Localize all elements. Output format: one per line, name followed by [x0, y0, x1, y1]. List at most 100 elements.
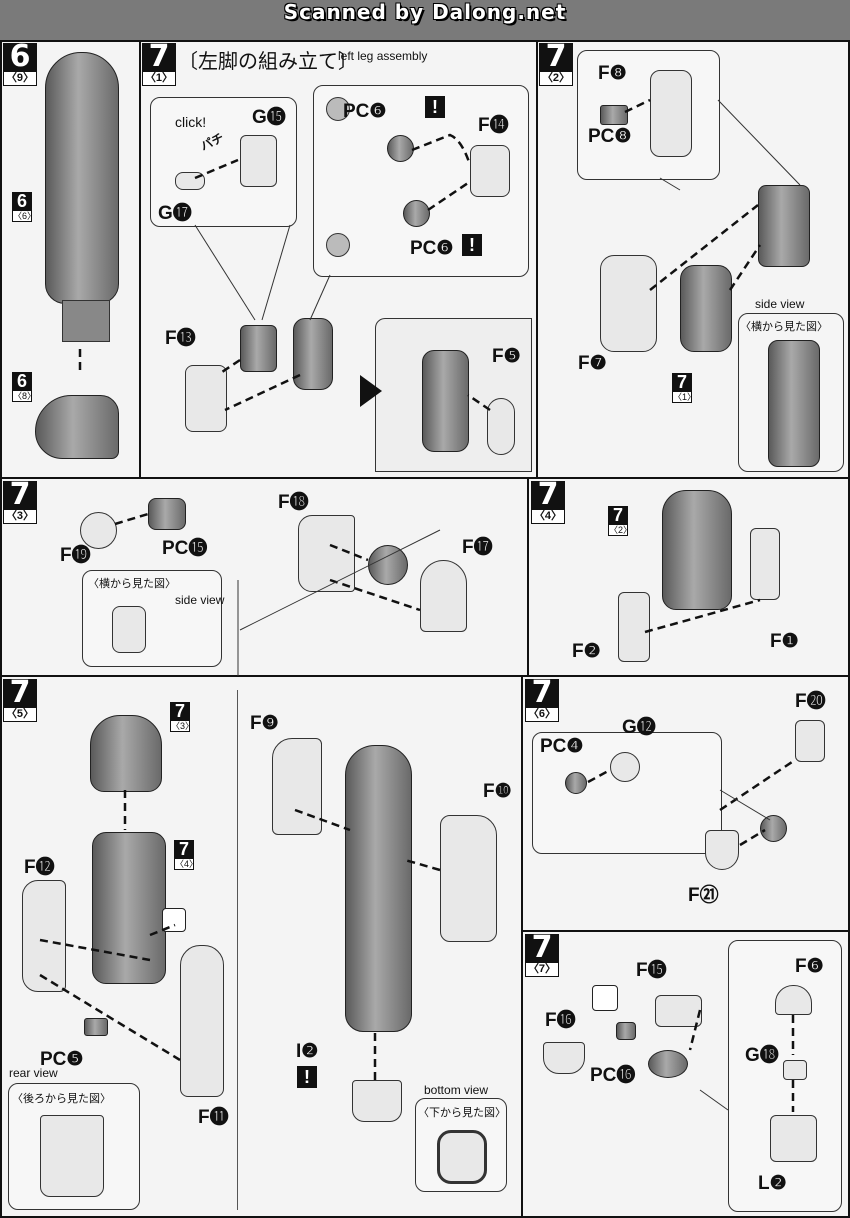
- warning-icon: !: [462, 234, 482, 256]
- part-label-f2: F❷: [572, 641, 601, 662]
- step-number: 7: [3, 480, 37, 510]
- part-label-pc16: PC⓰: [590, 1065, 636, 1086]
- pc6-side-icon: [326, 233, 350, 257]
- step-number: 7: [531, 480, 565, 510]
- l2-part: [770, 1115, 817, 1162]
- part-label-g15: G⓯: [252, 107, 286, 128]
- part-label-f13: F⓭: [165, 328, 196, 349]
- side-view-label: side view: [755, 297, 805, 311]
- rear-view-label: rear view: [9, 1066, 58, 1080]
- sticker-icon: [592, 985, 618, 1011]
- part-label-f6: F❻: [795, 956, 824, 977]
- f8-part: [650, 70, 692, 157]
- thigh-part: [680, 265, 732, 352]
- f12-part: [22, 880, 66, 992]
- f18-part: [298, 515, 355, 592]
- f15-part: [655, 995, 702, 1027]
- knee-assembly-part: [662, 490, 732, 610]
- side-view-part: [112, 606, 146, 653]
- part-label-f21: F㉑: [688, 885, 719, 906]
- hinge-part: [760, 815, 787, 842]
- pc4-part: [565, 772, 587, 794]
- side-view-box: [82, 570, 222, 667]
- pc6-front-icon: [326, 97, 350, 121]
- part-label-g12: G⓬: [622, 717, 656, 738]
- part-label-g18: G⓲: [745, 1045, 779, 1066]
- step-sub: 〈5〉: [3, 707, 37, 722]
- callout-l2: [728, 940, 842, 1212]
- part-label-f17: F⓱: [462, 537, 493, 558]
- step-title-jp: 〔左脚の組み立て〕: [178, 49, 358, 73]
- step-ref: 7〈3〉: [170, 701, 195, 732]
- part-label-f14: F⓮: [478, 115, 509, 136]
- bottom-view-label-jp: 〈下から見た図〉: [418, 1106, 506, 1119]
- f2-part: [618, 592, 650, 662]
- g18-part: [783, 1060, 807, 1080]
- part-label-f11: F⓫: [198, 1107, 229, 1128]
- part-label-pc8: PC❽: [588, 126, 632, 147]
- step-number: 7: [142, 42, 176, 72]
- knee-part: [90, 715, 162, 792]
- part-label-f12: F⓬: [24, 857, 55, 878]
- rear-view-part: [40, 1115, 104, 1197]
- step-sub: 〈7〉: [525, 962, 559, 977]
- step-ref: 7〈2〉: [608, 505, 633, 536]
- part-label-f1: F❶: [770, 631, 799, 652]
- hip-joint-part: [293, 318, 333, 390]
- i2-part: [352, 1080, 402, 1122]
- step-number: 7: [525, 933, 559, 963]
- pc15-part: [148, 498, 186, 530]
- f9-part: [272, 738, 322, 835]
- g17-part: [175, 172, 205, 190]
- f6-part: [775, 985, 812, 1015]
- part-label-f5: F❺: [492, 346, 521, 367]
- f20-part: [795, 720, 825, 762]
- knee-part: [758, 185, 810, 267]
- pc6-part: [387, 135, 414, 162]
- step-sub: 〈6〉: [525, 707, 559, 722]
- f19-part: [80, 512, 117, 549]
- step-sub: 〈1〉: [142, 71, 176, 86]
- step-sub: 〈2〉: [539, 71, 573, 86]
- divider: [237, 690, 238, 1210]
- part-label-f19: F⓳: [60, 545, 91, 566]
- thigh-part: [92, 832, 166, 984]
- step-sub: 〈9〉: [3, 71, 37, 86]
- pc6-part: [403, 200, 430, 227]
- part-label-f7: F❼: [578, 353, 607, 374]
- f13-part: [185, 365, 227, 432]
- toe-part: [648, 1050, 688, 1078]
- leg-ankle-part: [62, 300, 110, 342]
- step-number: 7: [525, 678, 559, 708]
- leg-assembly-part: [345, 745, 412, 1032]
- warning-icon: !: [297, 1066, 317, 1088]
- f1-part: [750, 528, 780, 600]
- foot-part: [35, 395, 119, 459]
- part-label-g17: G⓱: [158, 203, 192, 224]
- click-label: click!: [175, 114, 207, 130]
- step-ref: 7〈4〉: [174, 839, 199, 870]
- part-label-f20: F⓴: [795, 691, 826, 712]
- sticker-icon: [162, 908, 186, 932]
- step-number: 6: [3, 42, 37, 72]
- g12-part: [610, 752, 640, 782]
- leg-part: [45, 52, 119, 304]
- part-label-pc15: PC⓯: [162, 538, 208, 559]
- f14-part: [470, 145, 510, 197]
- part-label-f15: F⓯: [636, 960, 667, 981]
- f14-assembly-part: [240, 325, 277, 372]
- step-ref: 6〈8〉: [12, 371, 37, 402]
- part-label-pc6: PC❻: [410, 238, 454, 259]
- part-label-f18: F⓲: [278, 492, 309, 513]
- part-label-pc4: PC❹: [540, 736, 584, 757]
- rear-view-label-jp: 〈後ろから見た図〉: [12, 1092, 111, 1105]
- side-view-label: side view: [175, 593, 225, 607]
- step-ref: 7〈1〉: [672, 372, 697, 403]
- side-view-label-jp: 〈横から見た図〉: [88, 577, 176, 590]
- f7-part: [600, 255, 657, 352]
- f17-part: [420, 560, 467, 632]
- f10-part: [440, 815, 497, 942]
- g15-part: [240, 135, 277, 187]
- f11-part: [180, 945, 224, 1097]
- pc8-part: [600, 105, 628, 125]
